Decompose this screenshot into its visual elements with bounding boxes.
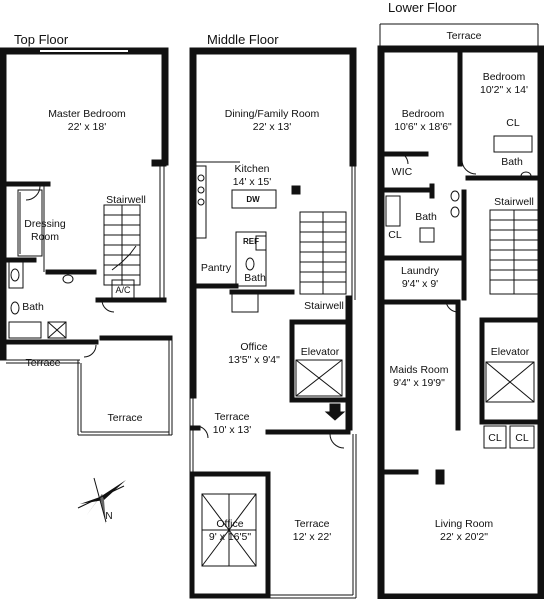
middle-bath-label: Bath <box>244 272 266 284</box>
top-bath-label: Bath <box>22 301 44 313</box>
lower-closet-left-label: CL <box>388 229 402 241</box>
left-bedroom-label: Bedroom 10'6" x 18'6" <box>390 108 456 133</box>
right-bedroom-name: Bedroom <box>482 71 526 83</box>
large-terrace-name: Terrace <box>294 518 330 530</box>
lower-office-label: Office 9' x 16'5" <box>198 518 262 543</box>
left-bedroom-size: 10'6" x 18'6" <box>394 120 452 133</box>
right-bedroom-size: 10'2" x 14' <box>479 83 529 96</box>
top-terrace-lower-label: Terrace <box>107 412 143 424</box>
left-bedroom-name: Bedroom <box>401 108 445 120</box>
laundry-size: 9'4" x 9' <box>401 277 439 290</box>
dining-family-room-label: Dining/Family Room 22' x 13' <box>214 108 330 133</box>
small-terrace-size: 10' x 13' <box>212 423 252 436</box>
top-stairwell-label: Stairwell <box>106 194 146 206</box>
lower-office-size: 9' x 16'5" <box>208 530 252 543</box>
pantry-label: Pantry <box>200 262 232 274</box>
middle-office-label: Office 13'5" x 9'4" <box>218 341 290 366</box>
middle-office-name: Office <box>240 341 268 353</box>
small-terrace-label: Terrace 10' x 13' <box>204 411 260 436</box>
maids-room-name: Maids Room <box>389 364 449 376</box>
laundry-name: Laundry <box>401 265 439 277</box>
master-bedroom-size: 22' x 18' <box>67 120 107 133</box>
top-terrace-upper-label: Terrace <box>25 357 61 369</box>
middle-office-size: 13'5" x 9'4" <box>228 353 280 366</box>
maids-room-label: Maids Room 9'4" x 19'9" <box>386 364 452 389</box>
laundry-label: Laundry 9'4" x 9' <box>392 265 448 290</box>
middle-floor-title: Middle Floor <box>207 32 279 47</box>
lower-stairwell-label: Stairwell <box>494 196 534 208</box>
lower-floor-title: Lower Floor <box>388 0 457 15</box>
lower-bath-right-label: Bath <box>501 156 523 168</box>
lower-closet-top-label: CL <box>506 117 520 129</box>
refrigerator-label: REF <box>243 237 259 246</box>
middle-elevator-label: Elevator <box>300 346 340 358</box>
living-room-name: Living Room <box>434 518 494 530</box>
walk-in-closet-label: WIC <box>391 166 413 178</box>
living-room-size: 22' x 20'2" <box>439 530 489 543</box>
master-bedroom-label: Master Bedroom 22' x 18' <box>32 108 142 133</box>
top-floor-walls <box>0 47 173 436</box>
dining-family-room-name: Dining/Family Room <box>224 108 320 120</box>
lower-elevator-label: Elevator <box>490 346 530 358</box>
kitchen-name: Kitchen <box>234 163 270 175</box>
lower-closet-bottom-right-label: CL <box>515 432 529 444</box>
dressing-room-label: Dressing Room <box>24 218 66 243</box>
small-terrace-name: Terrace <box>214 411 250 423</box>
large-terrace-size: 12' x 22' <box>292 530 332 543</box>
lower-floor-walls <box>377 23 544 599</box>
maids-room-size: 9'4" x 19'9" <box>393 376 445 389</box>
middle-floor-walls <box>189 47 357 599</box>
lower-office-name: Office <box>216 518 244 530</box>
top-floor-title: Top Floor <box>14 32 69 47</box>
dining-family-room-size: 22' x 13' <box>252 120 292 133</box>
kitchen-label: Kitchen 14' x 15' <box>222 163 282 188</box>
lower-bath-center-label: Bath <box>415 211 437 223</box>
lower-closet-bottom-left-label: CL <box>488 432 502 444</box>
master-bedroom-name: Master Bedroom <box>48 108 126 120</box>
compass-icon <box>77 477 126 524</box>
lower-terrace-label: Terrace <box>446 30 482 42</box>
right-bedroom-label: Bedroom 10'2" x 14' <box>472 71 536 96</box>
middle-stairwell-label: Stairwell <box>304 300 344 312</box>
ac-label: A/C <box>115 285 131 295</box>
living-room-label: Living Room 22' x 20'2" <box>424 518 504 543</box>
large-terrace-label: Terrace 12' x 22' <box>282 518 342 543</box>
dishwasher-label: DW <box>246 195 260 204</box>
kitchen-size: 14' x 15' <box>232 175 272 188</box>
compass-north-label: N <box>105 511 113 522</box>
